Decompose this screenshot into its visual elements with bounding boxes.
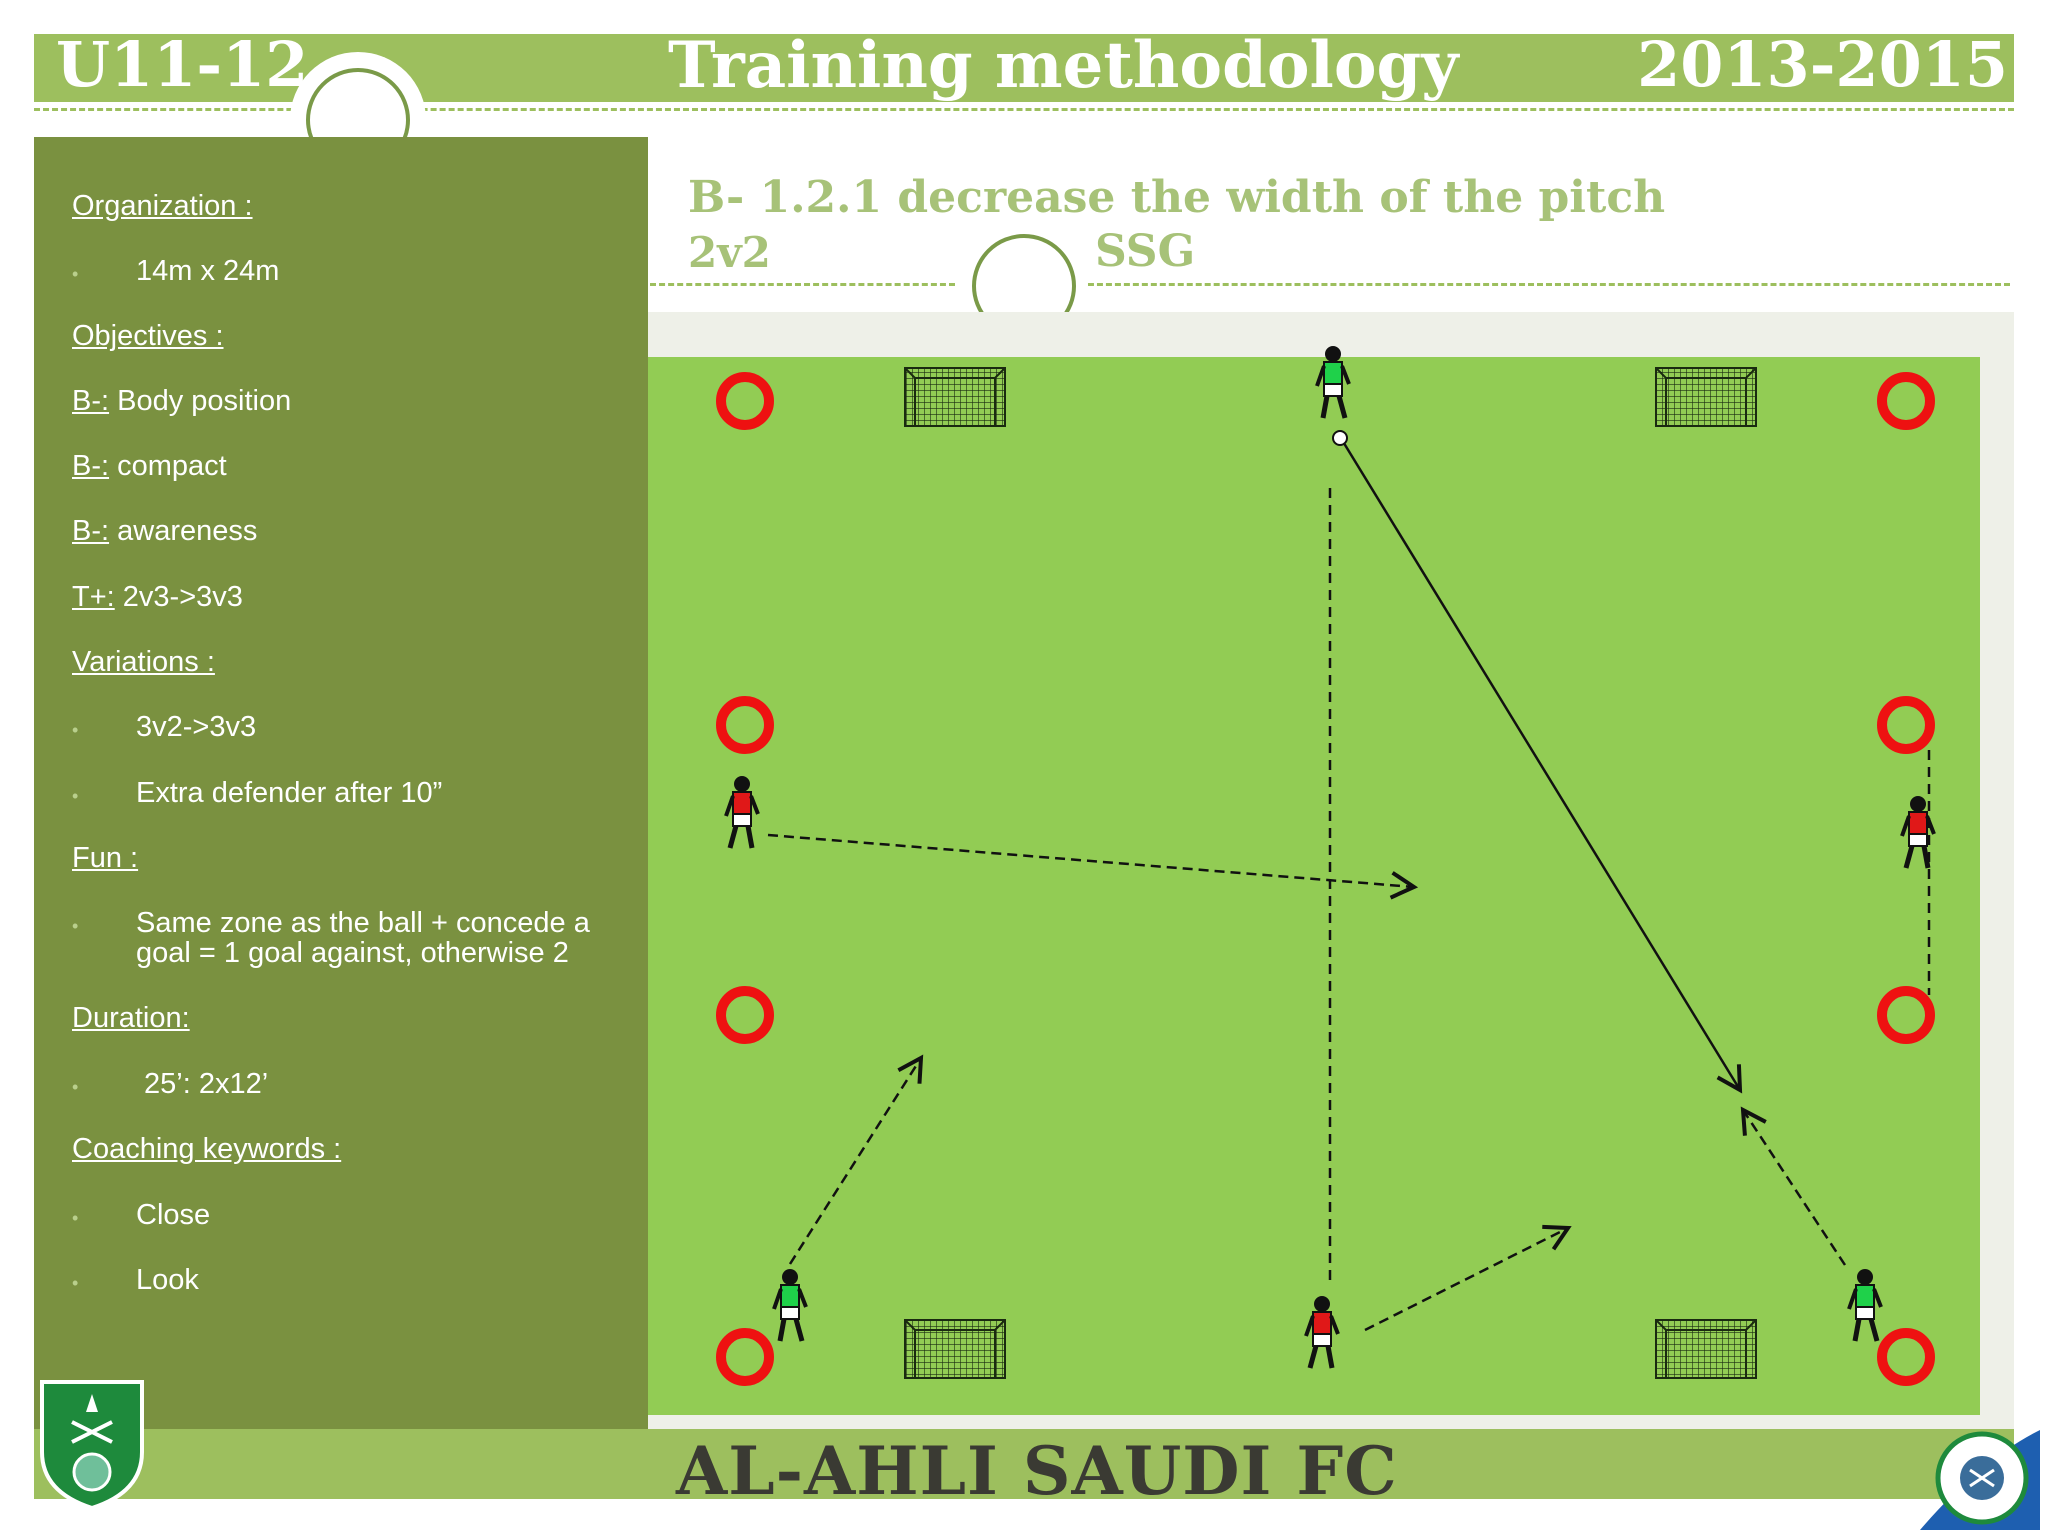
goal-icon bbox=[904, 367, 1006, 427]
cone-icon bbox=[716, 372, 774, 430]
ball-icon bbox=[1332, 430, 1348, 446]
cone-icon bbox=[716, 986, 774, 1044]
objectives-heading: Objectives : bbox=[72, 320, 224, 352]
cone-icon bbox=[1877, 986, 1935, 1044]
goal-icon bbox=[904, 1319, 1006, 1379]
page-title: Training methodology bbox=[668, 28, 1459, 103]
green-player-icon bbox=[1849, 1269, 1881, 1341]
organization-item: 14m x 24m bbox=[136, 255, 280, 287]
info-panel bbox=[34, 137, 648, 1429]
green-player-icon bbox=[774, 1269, 806, 1341]
variations-heading: Variations : bbox=[72, 646, 215, 678]
coaching-item: Look bbox=[136, 1264, 199, 1296]
season-label: 2013-2015 bbox=[1637, 28, 2008, 101]
header-divider bbox=[34, 108, 2014, 111]
red-player-icon bbox=[726, 776, 758, 848]
cone-icon bbox=[1877, 372, 1935, 430]
bullet-icon: • bbox=[72, 720, 79, 740]
drill-format: 2v2 bbox=[688, 228, 771, 277]
drill-title-divider bbox=[1070, 283, 2010, 286]
bullet-icon: • bbox=[72, 916, 79, 936]
bullet-icon: • bbox=[72, 1077, 79, 1097]
variation-item: Extra defender after 10” bbox=[136, 777, 443, 809]
academy-logo-icon bbox=[1920, 1430, 2040, 1530]
objective-item: B-: compact bbox=[72, 450, 227, 482]
drill-title-divider bbox=[650, 283, 955, 286]
bullet-icon: • bbox=[72, 264, 79, 284]
age-group-label: U11-12 bbox=[56, 28, 309, 101]
club-name: AL-AHLI SAUDI FC bbox=[676, 1432, 1398, 1510]
duration-item: 25’: 2x12’ bbox=[144, 1068, 269, 1100]
fun-item-line: Same zone as the ball + concede a bbox=[136, 907, 590, 939]
cone-icon bbox=[716, 1328, 774, 1386]
objective-item: B-: awareness bbox=[72, 515, 258, 547]
club-crest-icon bbox=[40, 1380, 144, 1511]
duration-heading: Duration: bbox=[72, 1002, 190, 1034]
variation-item: 3v2->3v3 bbox=[136, 711, 257, 743]
pitch bbox=[648, 357, 1980, 1415]
drill-type: SSG bbox=[1095, 226, 1196, 277]
bullet-icon: • bbox=[72, 1208, 79, 1228]
bullet-icon: • bbox=[72, 1273, 79, 1293]
bullet-icon: • bbox=[72, 786, 79, 806]
run-arrow bbox=[788, 1054, 924, 1265]
drill-title: B- 1.2.1 decrease the width of the pitch bbox=[688, 172, 1666, 223]
coaching-item: Close bbox=[136, 1199, 211, 1231]
cone-icon bbox=[1877, 1328, 1935, 1386]
coaching-heading: Coaching keywords : bbox=[72, 1133, 342, 1165]
cone-icon bbox=[716, 696, 774, 754]
objective-item: B-: Body position bbox=[72, 385, 292, 417]
fun-heading: Fun : bbox=[72, 842, 139, 874]
goal-icon bbox=[1655, 1319, 1757, 1379]
run-arrow bbox=[1740, 1106, 1847, 1266]
footer-bar bbox=[34, 1429, 2014, 1499]
cone-icon bbox=[1877, 696, 1935, 754]
organization-heading: Organization : bbox=[72, 190, 253, 222]
pass-arrow bbox=[1340, 439, 1743, 1094]
green-player-icon bbox=[1317, 346, 1349, 418]
run-arrow bbox=[767, 833, 1419, 900]
fun-item-line: goal = 1 goal against, otherwise 2 bbox=[136, 937, 569, 969]
objective-item: T+: 2v3->3v3 bbox=[72, 581, 243, 613]
goal-icon bbox=[1655, 367, 1757, 427]
red-player-icon bbox=[1306, 1296, 1338, 1368]
run-arrow bbox=[1364, 1224, 1572, 1332]
